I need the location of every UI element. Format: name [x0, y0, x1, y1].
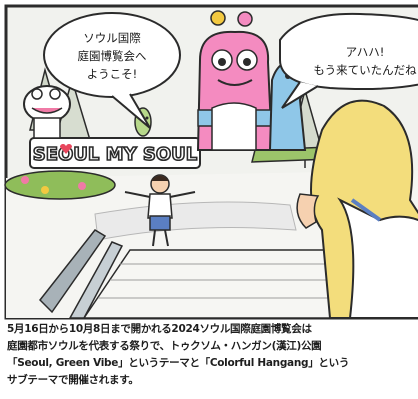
bubble-line: アハハ! — [345, 45, 385, 59]
comic-illustration: SEOUL MY SOUL — [4, 4, 418, 320]
sign-text: SEOUL MY SOUL — [33, 144, 197, 165]
heart-icon — [60, 144, 72, 154]
child-figure — [124, 174, 196, 247]
bubble-line: 庭園博覧会へ — [77, 49, 147, 63]
waving-hand — [296, 193, 320, 229]
bubble-line: もう来ていたんだね — [313, 63, 417, 77]
flowerbed-left — [4, 170, 116, 200]
flower — [41, 186, 49, 194]
speech-bubble-right — [279, 12, 418, 109]
caption-line: 庭園都市ソウルを代表する祭りで、トゥクソム・ハンガン(漢江)公園 — [7, 340, 322, 352]
seoul-my-soul-sign: SEOUL MY SOUL — [29, 137, 201, 169]
pink-monster-statue — [196, 10, 274, 151]
caption: 5月16日から10月8日まで開かれる2024ソウル国際庭園博覧会は 庭園都市ソウ… — [0, 321, 418, 399]
caption-line: 5月16日から10月8日まで開かれる2024ソウル国際庭園博覧会は — [7, 323, 312, 335]
caption-line: サブテーマで開催されます。 — [7, 374, 139, 386]
speech-bubble-left — [43, 12, 181, 129]
flower — [21, 176, 29, 184]
bubble-line: ようこそ! — [86, 67, 138, 81]
caption-line: 「Seoul, Green Vibe」というテーマと「Colorful Hang… — [7, 357, 350, 369]
bubble-line: ソウル国際 — [83, 31, 141, 45]
flower — [78, 182, 86, 190]
frog-statue — [23, 85, 71, 139]
speech-bubble-right-text: アハハ! もう来ていたんだね — [290, 43, 418, 79]
woman-figure — [296, 99, 418, 319]
speech-bubble-left-text: ソウル国際 庭園博覧会へ ようこそ! — [58, 29, 166, 83]
staircase — [38, 229, 382, 319]
